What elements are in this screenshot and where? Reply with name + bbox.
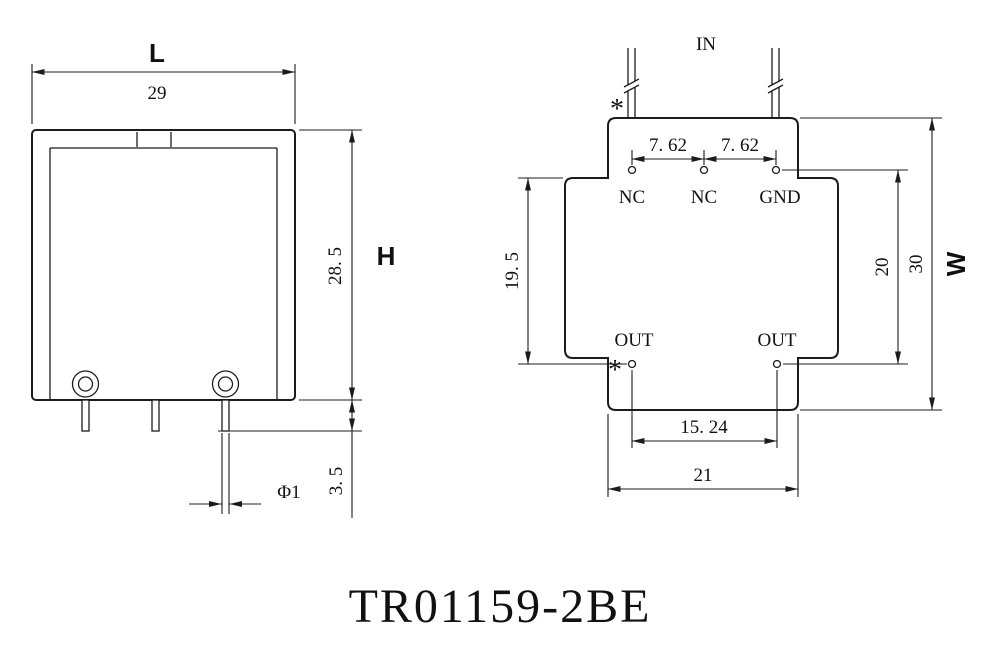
front-view: L 29 28. 5 H 3. 5 Φ1	[31, 38, 396, 518]
extension-lines	[218, 430, 362, 518]
label-out-right: OUT	[757, 330, 796, 351]
extension-lines	[631, 370, 778, 448]
pin-out-left	[627, 359, 637, 369]
body-outline-front	[31, 129, 296, 401]
dim-height-value: 28. 5	[325, 247, 346, 285]
polarity-mark-bottom: *	[608, 355, 622, 386]
dim-depth-label: W	[941, 251, 971, 276]
pin-gnd	[771, 165, 781, 175]
top-pin-row: NC NC GND	[619, 165, 801, 208]
dimension-out-pitch: 15. 24	[631, 370, 778, 448]
extension-lines	[800, 117, 942, 411]
label-out-left: OUT	[614, 330, 653, 351]
drawing-title: TR01159-2BE	[349, 580, 652, 633]
dimension-depth: 30 W	[800, 117, 971, 411]
break-symbol-right	[767, 78, 784, 94]
dim-height-label: H	[377, 241, 396, 271]
label-nc-left: NC	[619, 187, 645, 208]
in-label: IN	[696, 34, 716, 55]
dim-pitch-left-value: 7. 62	[649, 135, 687, 156]
mounting-hole-left-inner	[77, 376, 94, 392]
dimension-pin-rows-span: 20	[782, 169, 908, 365]
dim-length-value: 29	[148, 83, 167, 104]
in-pins: IN *	[610, 34, 784, 125]
core-lamination-lines	[49, 132, 278, 400]
dim-out-row-offset-value: 19. 5	[502, 252, 523, 290]
in-pin-leads	[627, 48, 780, 118]
dimension-tab-width: 21	[607, 414, 799, 497]
dimension-pin-pitch: 7. 62 7. 62	[631, 135, 777, 165]
pin-nc-left	[627, 165, 637, 175]
front-pin-right	[221, 399, 230, 432]
break-mask-left	[624, 79, 639, 93]
front-pin-left	[81, 399, 90, 432]
pin-out-right	[772, 359, 782, 369]
dim-length-label: L	[149, 38, 165, 68]
dimension-length: L 29	[31, 38, 296, 124]
dimension-out-row-offset: 19. 5	[502, 177, 627, 365]
dim-pin-diameter-value: Φ1	[277, 482, 300, 503]
pin-nc-mid	[699, 165, 709, 175]
break-symbol-left	[623, 78, 640, 94]
transformer-body-front	[31, 129, 296, 432]
pin-layout-view: IN * NC NC GND 7. 62 7. 62 OUT OUT *	[502, 34, 971, 497]
dim-pin-rows-span-value: 20	[872, 258, 893, 277]
polarity-mark-top: *	[610, 94, 624, 125]
extension-lines	[518, 177, 627, 365]
dim-depth-value: 30	[906, 255, 927, 274]
label-nc-mid: NC	[691, 187, 717, 208]
front-pin-middle	[151, 399, 160, 432]
dim-tab-width-value: 21	[694, 465, 713, 486]
dimension-pin-length: 3. 5	[218, 400, 362, 518]
dim-out-pitch-value: 15. 24	[680, 417, 728, 438]
break-mask-right	[768, 79, 783, 93]
label-gnd: GND	[759, 187, 800, 208]
bottom-pin-row: OUT OUT *	[608, 330, 797, 386]
mounting-hole-right-outer	[211, 370, 240, 398]
dimension-pin-diameter: Φ1	[189, 433, 301, 514]
dimension-height: 28. 5 H	[299, 129, 396, 401]
extension-lines	[607, 414, 799, 497]
body-outline-bottom	[564, 117, 839, 411]
mounting-hole-left-outer	[71, 370, 100, 398]
dim-pitch-right-value: 7. 62	[721, 135, 759, 156]
mounting-hole-right-inner	[217, 376, 234, 392]
dim-pin-length-value: 3. 5	[326, 467, 347, 496]
extension-lines	[782, 169, 908, 365]
extension-lines	[221, 433, 230, 514]
